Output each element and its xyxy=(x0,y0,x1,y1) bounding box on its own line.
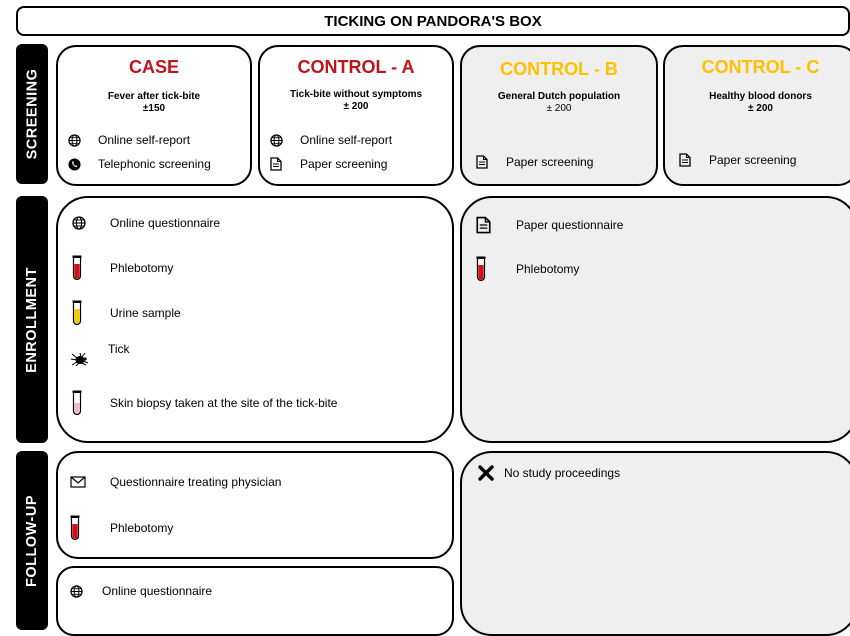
red-tube-icon xyxy=(476,256,500,282)
case-box: CASE Fever after tick-bite ±150 Online s… xyxy=(56,45,252,186)
red-tube-icon xyxy=(72,255,96,281)
enrollment-item: Skin biopsy taken at the site of the tic… xyxy=(72,390,337,416)
control-c-item: Paper screening xyxy=(679,153,796,167)
control-a-description: Tick-bite without symptoms xyxy=(289,89,423,100)
paper-icon xyxy=(270,157,292,171)
tick-icon xyxy=(70,352,96,366)
control-b-title: CONTROL - B xyxy=(500,59,618,79)
enrollment-item: Online questionnaire xyxy=(72,216,220,230)
enrollment-item: Phlebotomy xyxy=(72,255,173,281)
followup-case-box: Questionnaire treating physician Phlebot… xyxy=(56,451,454,559)
followup-item: Online questionnaire xyxy=(70,584,212,598)
control-c-box: CONTROL - C Healthy blood donors ± 200 P… xyxy=(663,45,850,186)
side-label-enrollment: ENROLLMENT xyxy=(16,196,48,443)
diagram-title: TICKING ON PANDORA'S BOX xyxy=(16,6,850,36)
control-a-item: Paper screening xyxy=(270,157,387,171)
yellow-tube-icon xyxy=(72,300,96,326)
enrollment-control-box: Paper questionnaire Phlebotomy xyxy=(460,196,850,443)
side-label-screening: SCREENING xyxy=(16,44,48,184)
enrollment-item: Tick xyxy=(70,342,130,366)
control-c-count: ± 200 xyxy=(748,103,773,114)
case-description: Fever after tick-bite xyxy=(107,91,201,102)
globe-icon xyxy=(270,134,292,147)
pink-tube-icon xyxy=(72,390,96,416)
case-title: CASE xyxy=(128,57,179,77)
phone-icon xyxy=(68,158,90,171)
control-a-count: ± 200 xyxy=(343,101,369,112)
enrollment-item: Paper questionnaire xyxy=(476,216,623,234)
followup-control-box: No study proceedings xyxy=(460,451,850,636)
followup-item: No study proceedings xyxy=(478,465,620,481)
globe-icon xyxy=(70,585,88,598)
control-b-box: CONTROL - B General Dutch population ± 2… xyxy=(460,45,658,186)
cross-icon xyxy=(478,465,496,481)
paper-icon xyxy=(476,155,498,169)
control-c-description: Healthy blood donors xyxy=(709,91,812,102)
case-count: ±150 xyxy=(142,103,166,114)
followup-item: Questionnaire treating physician xyxy=(70,475,281,489)
control-a-title: CONTROL - A xyxy=(297,57,415,77)
control-c-title: CONTROL - C xyxy=(701,57,820,77)
control-b-count: ± 200 xyxy=(546,103,572,114)
followup-case-online-box: Online questionnaire xyxy=(56,566,454,636)
followup-item: Phlebotomy xyxy=(70,515,173,541)
control-a-box: CONTROL - A Tick-bite without symptoms ±… xyxy=(258,45,454,186)
paper-icon xyxy=(476,216,500,234)
enrollment-case-box: Online questionnaire Phlebotomy Urine sa… xyxy=(56,196,454,443)
globe-icon xyxy=(68,134,90,147)
globe-icon xyxy=(72,216,96,230)
paper-icon xyxy=(679,153,701,167)
enrollment-item: Phlebotomy xyxy=(476,256,579,282)
control-b-item: Paper screening xyxy=(476,155,593,169)
case-item: Online self-report xyxy=(68,133,190,147)
enrollment-item: Urine sample xyxy=(72,300,181,326)
envelope-icon xyxy=(70,476,94,488)
red-tube-icon xyxy=(70,515,94,541)
control-a-item: Online self-report xyxy=(270,133,392,147)
control-b-description: General Dutch population xyxy=(497,91,621,102)
case-item: Telephonic screening xyxy=(68,157,211,171)
side-label-followup: FOLLOW-UP xyxy=(16,451,48,630)
